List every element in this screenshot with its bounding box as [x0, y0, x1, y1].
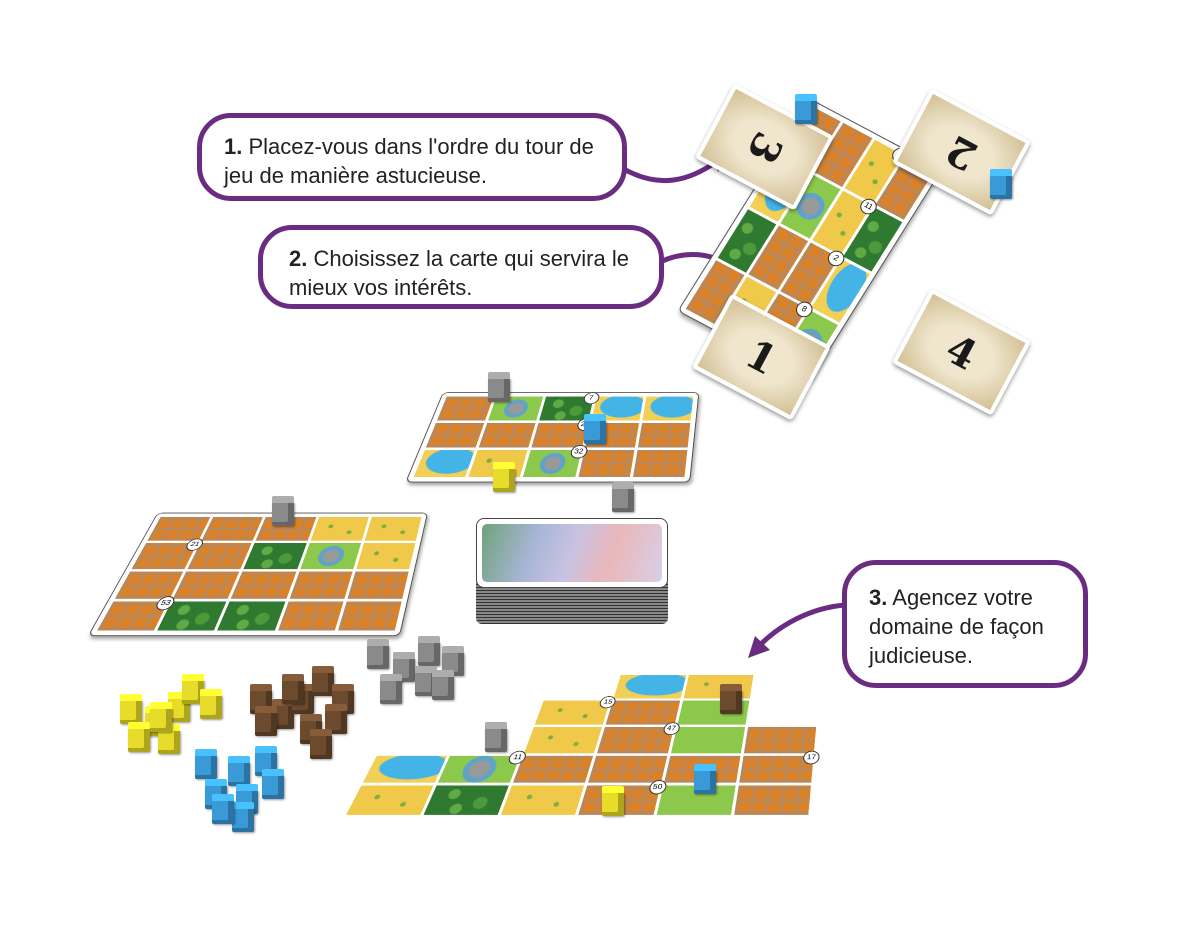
terrain-city — [437, 396, 494, 421]
deck-top-card — [476, 518, 668, 588]
terrain-mine: 11 — [434, 750, 529, 786]
yellow-cube[interactable] — [200, 695, 222, 719]
callout-3: 3. Agencez votre domaine de façon judici… — [842, 560, 1088, 688]
card-deck[interactable] — [476, 518, 668, 624]
terrain-water — [611, 672, 689, 701]
terrain-city — [289, 571, 353, 599]
empty-space — [748, 700, 818, 724]
callout-1: 1. Placez-vous dans l'ordre du tour de j… — [197, 113, 627, 201]
terrain-city: 47 — [594, 722, 681, 756]
terrain-city: 17 — [735, 750, 821, 786]
yellow-cube[interactable] — [168, 698, 190, 722]
terrain-city — [231, 571, 297, 599]
terrain-city — [730, 783, 815, 818]
blue-cube[interactable] — [232, 808, 254, 832]
grey-cube[interactable] — [367, 645, 389, 669]
terrain-city — [602, 698, 684, 728]
grey-cube[interactable] — [432, 676, 454, 700]
card-art — [482, 524, 662, 582]
terrain-city — [637, 422, 691, 448]
empty-space — [752, 675, 820, 698]
terrain-field — [497, 783, 589, 818]
brown-cube[interactable] — [255, 712, 277, 736]
terrain-city: 53 — [97, 595, 178, 631]
blue-cube[interactable] — [584, 420, 606, 444]
terrain-forest — [217, 601, 286, 631]
brown-cube[interactable] — [282, 680, 304, 704]
yellow-cube[interactable] — [128, 728, 150, 752]
terrain-city — [578, 450, 635, 478]
grey-cube[interactable] — [485, 728, 507, 752]
terrain-city — [173, 571, 240, 599]
yellow-cube[interactable] — [150, 708, 172, 732]
blue-cube[interactable] — [228, 762, 250, 786]
tile-number: 17 — [802, 750, 821, 765]
terrain-field — [364, 516, 422, 541]
terrain-city — [347, 571, 409, 599]
yellow-cube[interactable] — [158, 730, 180, 754]
terrain-city — [740, 724, 820, 756]
terrain-field — [356, 543, 416, 569]
terrain-city — [201, 516, 264, 541]
terrain-city — [115, 571, 184, 599]
blue-cube[interactable] — [694, 770, 716, 794]
brown-cube[interactable] — [272, 705, 294, 729]
blue-cube[interactable] — [212, 800, 234, 824]
top-center-tiles: 72532 — [405, 392, 700, 483]
terrain-city — [425, 422, 485, 448]
empty-space — [476, 675, 551, 698]
terrain-mine — [300, 543, 361, 569]
grey-cube[interactable] — [612, 488, 634, 512]
terrain-mine: 32 — [523, 445, 589, 478]
terrain-field: 15 — [531, 695, 618, 728]
arrow-3 — [757, 602, 848, 648]
terrain-city — [585, 753, 671, 786]
brown-cube[interactable] — [312, 672, 334, 696]
terrain-forest — [419, 783, 513, 818]
yellow-cube[interactable] — [493, 468, 515, 492]
arrow-3-head — [748, 636, 770, 658]
terrain-field — [342, 783, 438, 818]
callout-2: 2. Choisissez la carte qui servira le mi… — [258, 225, 664, 309]
empty-space — [378, 727, 460, 753]
terrain-city: 21 — [131, 538, 206, 569]
terrain-field — [680, 672, 757, 701]
terrain-field — [521, 724, 606, 756]
yellow-cube[interactable] — [602, 792, 624, 816]
terrain-water — [642, 396, 694, 421]
grey-cube[interactable] — [272, 502, 294, 526]
grey-cube[interactable] — [488, 378, 510, 402]
brown-cube[interactable] — [325, 710, 347, 734]
terrain-city — [478, 422, 537, 448]
blue-cube[interactable] — [195, 755, 217, 779]
terrain-city — [509, 753, 598, 786]
terrain-city — [147, 516, 211, 541]
yellow-cube[interactable] — [120, 700, 142, 724]
terrain-forest — [243, 543, 307, 569]
terrain-city — [632, 450, 688, 478]
terrain-grass — [667, 724, 749, 756]
arrow-1 — [619, 159, 719, 183]
brown-cube[interactable] — [310, 735, 332, 759]
yellow-cube[interactable] — [182, 680, 204, 704]
terrain-city: 25 — [531, 417, 595, 448]
blue-cube[interactable] — [990, 175, 1012, 199]
terrain-city — [337, 601, 402, 631]
grey-cube[interactable] — [380, 680, 402, 704]
empty-space — [545, 675, 618, 698]
terrain-field — [310, 516, 369, 541]
grey-cube[interactable] — [418, 642, 440, 666]
blue-cube[interactable] — [262, 775, 284, 799]
empty-space — [393, 700, 472, 724]
terrain-water — [413, 450, 475, 478]
brown-cube[interactable] — [720, 690, 742, 714]
terrain-city — [277, 601, 344, 631]
top-center-tiles-grid: 72532 — [405, 392, 700, 483]
terrain-water — [358, 753, 451, 786]
blue-cube[interactable] — [795, 100, 817, 124]
